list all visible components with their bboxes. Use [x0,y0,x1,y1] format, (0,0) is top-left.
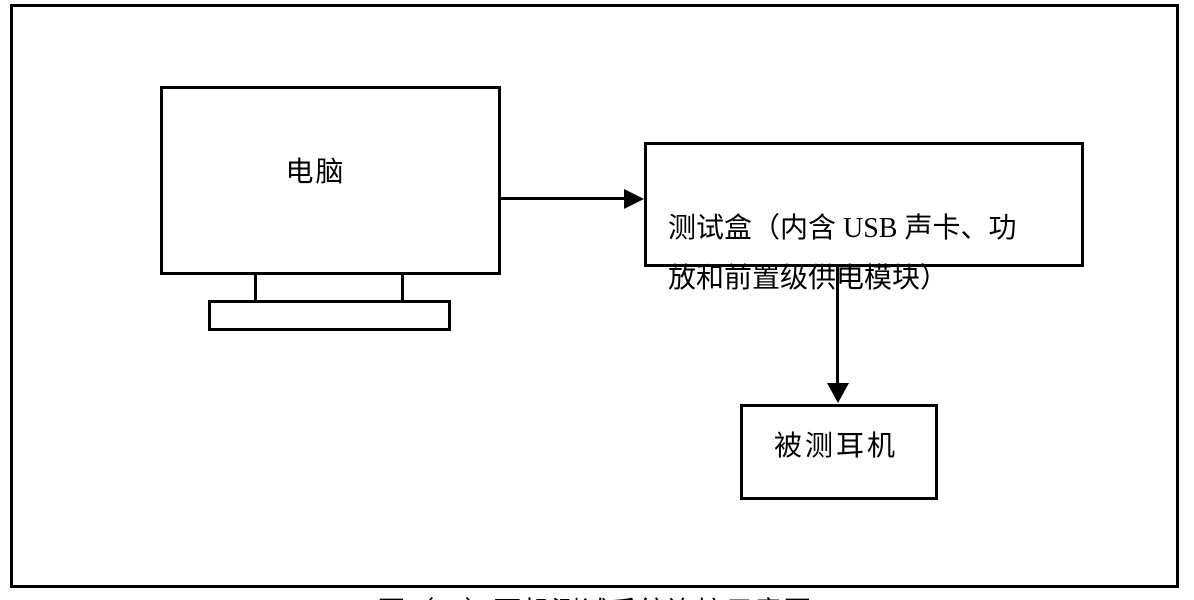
monitor-stand-left [254,274,257,301]
connector-computer-to-testbox [500,197,627,200]
node-headphone-label: 被测耳机 [773,431,898,462]
figure-caption: 图（一）耳机测试系统连接示意图 [377,590,812,600]
monitor-base [208,300,451,331]
arrowhead-down-icon [827,383,849,403]
node-computer-label: 电脑 [285,156,346,188]
arrowhead-right-icon [624,189,644,209]
node-computer: 电脑 [160,86,501,275]
connector-testbox-to-headphone [836,267,839,384]
node-testbox-label: 测试盒（内含 USB 声卡、功 放和前置级供电模块） [668,213,1017,294]
outer-frame [10,4,1179,588]
monitor-stand-right [401,274,404,301]
node-headphone-under-test: 被测耳机 [740,404,938,500]
node-testbox: 测试盒（内含 USB 声卡、功 放和前置级供电模块） [644,142,1084,294]
